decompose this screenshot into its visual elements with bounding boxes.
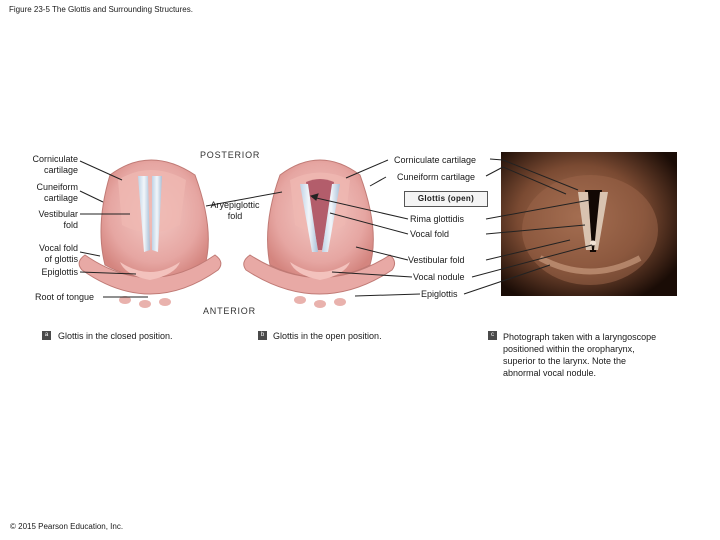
- label-corniculate-cartilage-a: Corniculate cartilage: [20, 154, 78, 176]
- label-line: Vestibular: [38, 209, 78, 219]
- label-vocal-nodule: Vocal nodule: [413, 272, 465, 282]
- panel-b-badge: b: [258, 331, 267, 340]
- caption-line: positioned within the oropharynx,: [503, 344, 635, 354]
- copyright-notice: © 2015 Pearson Education, Inc.: [10, 522, 124, 531]
- label-epiglottis-b: Epiglottis: [421, 289, 458, 299]
- leader-lines-panel-a: [79, 160, 148, 298]
- label-epiglottis-a: Epiglottis: [41, 267, 78, 277]
- label-glottis-open: Glottis (open): [404, 191, 488, 207]
- closed-glottis-illustration: [78, 159, 222, 308]
- label-root-of-tongue: Root of tongue: [35, 292, 95, 302]
- label-line: cartilage: [43, 165, 78, 175]
- panel-a-caption: Glottis in the closed position.: [58, 331, 173, 341]
- panel-c-badge: c: [488, 331, 497, 340]
- label-rima-glottidis: Rima glottidis: [410, 214, 465, 224]
- label-corniculate-cartilage-b: Corniculate cartilage: [394, 155, 477, 165]
- label-line: Cuneiform: [36, 182, 78, 192]
- leader-lines-panel-b: [205, 159, 421, 297]
- panel-c-caption: Photograph taken with a laryngoscope pos…: [503, 331, 656, 379]
- orientation-anterior: ANTERIOR: [203, 306, 256, 316]
- panel-a-badge: a: [42, 331, 51, 340]
- orientation-posterior: POSTERIOR: [200, 150, 261, 160]
- label-vocal-fold-a: Vocal fold of glottis: [20, 243, 78, 265]
- label-cuneiform-cartilage-b: Cuneiform cartilage: [397, 172, 476, 182]
- caption-line: Photograph taken with a laryngoscope: [503, 332, 657, 342]
- caption-line: superior to the larynx. Note the: [503, 356, 627, 366]
- open-glottis-illustration: [243, 159, 396, 308]
- label-aryepiglottic-fold: Aryepiglottic fold: [205, 200, 265, 222]
- label-line: Aryepiglottic: [210, 200, 260, 210]
- label-line: of glottis: [44, 254, 78, 264]
- label-line: Corniculate: [32, 154, 78, 164]
- label-vestibular-fold-a: Vestibular fold: [20, 209, 78, 231]
- label-cuneiform-cartilage-a: Cuneiform cartilage: [20, 182, 78, 204]
- panel-b-caption: Glottis in the open position.: [273, 331, 382, 341]
- label-vocal-fold-b: Vocal fold: [410, 229, 450, 239]
- leader-lines-panel-c: [463, 158, 593, 295]
- label-line: fold: [227, 211, 243, 221]
- laryngoscope-photo: [501, 152, 677, 296]
- label-vestibular-fold-b: Vestibular fold: [408, 255, 465, 265]
- label-line: fold: [63, 220, 78, 230]
- caption-line: abnormal vocal nodule.: [503, 368, 597, 378]
- label-line: Vocal fold: [38, 243, 78, 253]
- figure-title: Figure 23-5 The Glottis and Surrounding …: [9, 5, 193, 14]
- label-line: cartilage: [43, 193, 78, 203]
